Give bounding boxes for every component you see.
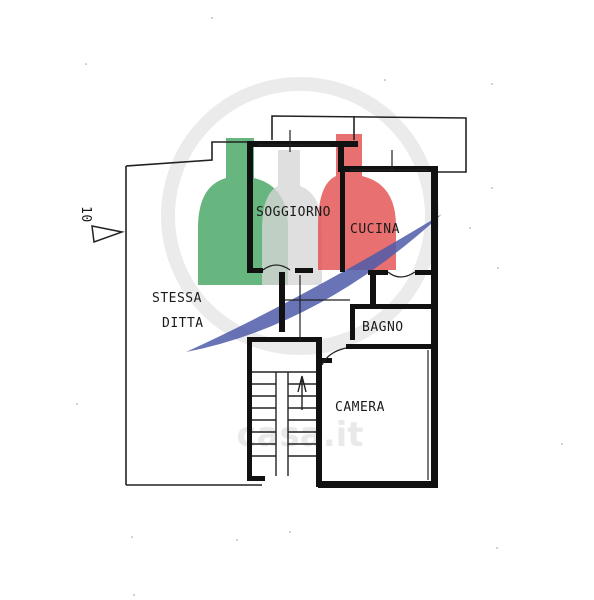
room-label-bagno: BAGNO	[362, 320, 404, 335]
stair-arrow-icon	[297, 375, 307, 410]
north-marker-label: 10	[78, 206, 93, 223]
watermark-logo: casa.it	[161, 77, 442, 455]
paper-noise	[76, 17, 563, 596]
room-label-soggiorno: SOGGIORNO	[256, 205, 331, 220]
apartment-walls	[247, 141, 438, 488]
building-outline	[125, 115, 467, 486]
room-label-camera: CAMERA	[335, 400, 385, 415]
room-labels: SOGGIORNO CUCINA STESSA DITTA BAGNO CAME…	[152, 205, 404, 415]
north-arrow-icon	[91, 225, 125, 244]
watermark-text: casa.it	[236, 415, 363, 455]
room-label-ditta: DITTA	[162, 316, 204, 331]
room-label-cucina: CUCINA	[350, 222, 400, 237]
staircase	[252, 371, 316, 476]
watermark-grey-figure	[262, 150, 322, 285]
interior-lines	[258, 130, 429, 480]
north-marker: 10	[78, 206, 125, 244]
room-label-stessa: STESSA	[152, 291, 202, 306]
watermark-red-figure	[318, 134, 396, 270]
